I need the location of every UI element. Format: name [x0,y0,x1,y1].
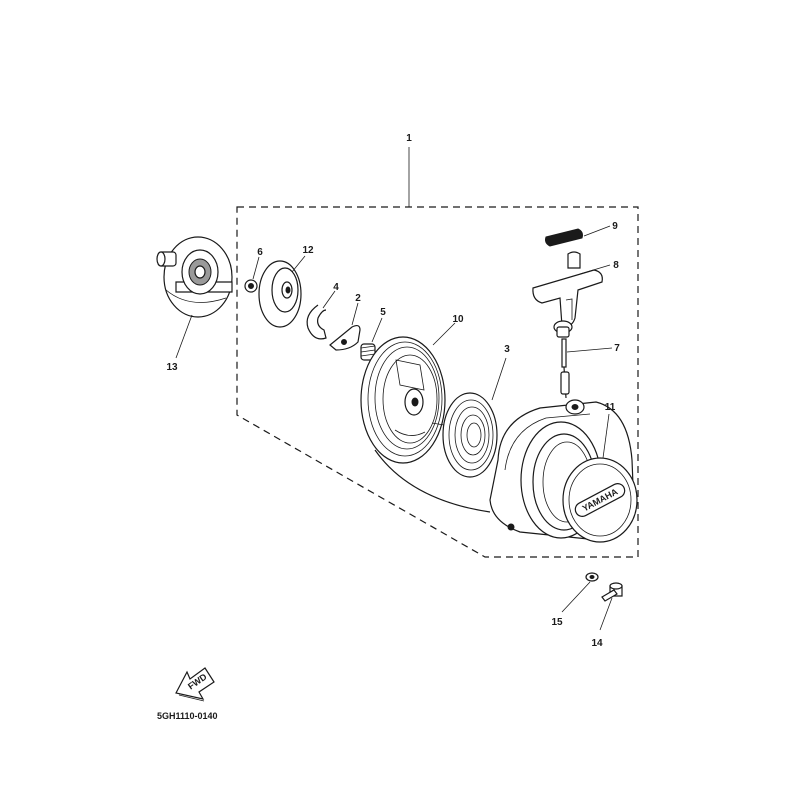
leader-11 [602,413,610,459]
leader-15 [561,581,591,613]
callout-9: 9 [612,221,618,232]
part-13-drive-pulley [156,236,233,318]
callout-6: 6 [257,247,263,258]
leader-7 [566,347,613,353]
leader-6 [252,256,260,280]
starter-rope [374,449,491,513]
callout-15: 15 [551,617,563,628]
callout-1: 1 [406,133,412,144]
callout-7: 7 [614,343,620,354]
leader-13 [175,314,193,359]
callout-11: 11 [605,402,616,413]
part-10-sheave-drum [360,336,446,464]
callout-10: 10 [452,314,464,325]
part-5-spring [360,343,376,361]
part-3-spiral-spring [431,392,498,478]
leader-5 [371,317,383,343]
leader-14 [599,597,613,631]
leader-4 [322,290,336,309]
part-6-nut [244,279,258,293]
part-4-spring-clip [306,304,327,340]
part-8-starter-handle [532,251,603,338]
callout-14: 14 [591,638,603,649]
leader-10 [432,322,456,346]
leader-3 [491,357,507,401]
assembly-boundary [236,206,639,558]
leader-2 [351,302,359,326]
part-12-drive-plate [258,260,302,328]
callout-8: 8 [613,260,619,271]
callout-5: 5 [380,307,386,318]
diagram-code: 5GH1110-0140 [157,711,218,721]
leader-8 [579,264,611,275]
callout-3: 3 [504,344,510,355]
callout-13: 13 [166,362,178,373]
rope-sleeve [560,371,570,395]
part-7-rope-pin [561,338,567,368]
part-15-washer [585,572,599,582]
callout-4: 4 [333,282,339,293]
part-9-handle-cap [545,228,583,247]
part-2-pawl [329,324,361,351]
callout-12: 12 [302,245,314,256]
part-14-bolt [601,582,623,602]
leader-12 [291,255,306,273]
callout-2: 2 [355,293,361,304]
part-11-starter-case [489,399,638,543]
fwd-arrow-icon [175,667,215,702]
leader-9 [583,225,611,237]
